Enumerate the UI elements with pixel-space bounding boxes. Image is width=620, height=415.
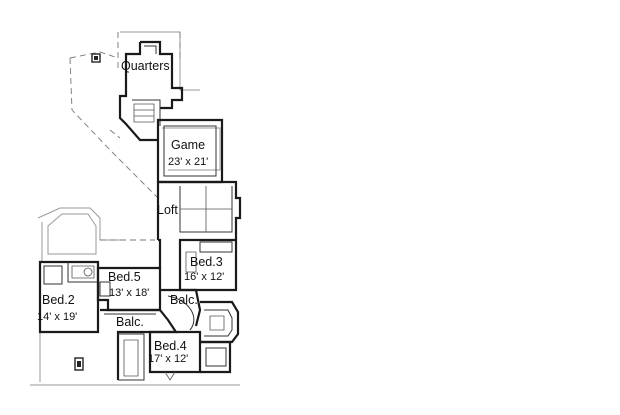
bed3-size: 16' x 12'	[184, 271, 224, 283]
bed5-size: 13' x 18'	[109, 287, 149, 299]
game-size: 23' x 21'	[168, 156, 208, 168]
stair-tower	[200, 300, 240, 344]
game-label: Game	[171, 138, 205, 152]
bed2-room	[38, 260, 100, 334]
balcony-upper-label: Balc.	[170, 293, 198, 307]
dashed-outline	[69, 32, 181, 241]
bed5-label: Bed.5	[108, 270, 141, 284]
bed3-room	[178, 238, 238, 292]
post-markers	[74, 53, 101, 371]
bed4-size: 17' x 12'	[148, 353, 188, 365]
bed3-label: Bed.3	[190, 255, 223, 269]
bed4-label: Bed.4	[154, 339, 187, 353]
bed2-size: 14' x 19'	[37, 311, 77, 323]
quarters-label: Quarters	[121, 59, 170, 73]
loft-label: Loft	[157, 203, 178, 217]
bed2-label: Bed.2	[42, 293, 75, 307]
quarters-wing	[118, 40, 184, 142]
balcony-lower-label: Balc.	[116, 315, 144, 329]
bed4-room	[118, 330, 232, 381]
